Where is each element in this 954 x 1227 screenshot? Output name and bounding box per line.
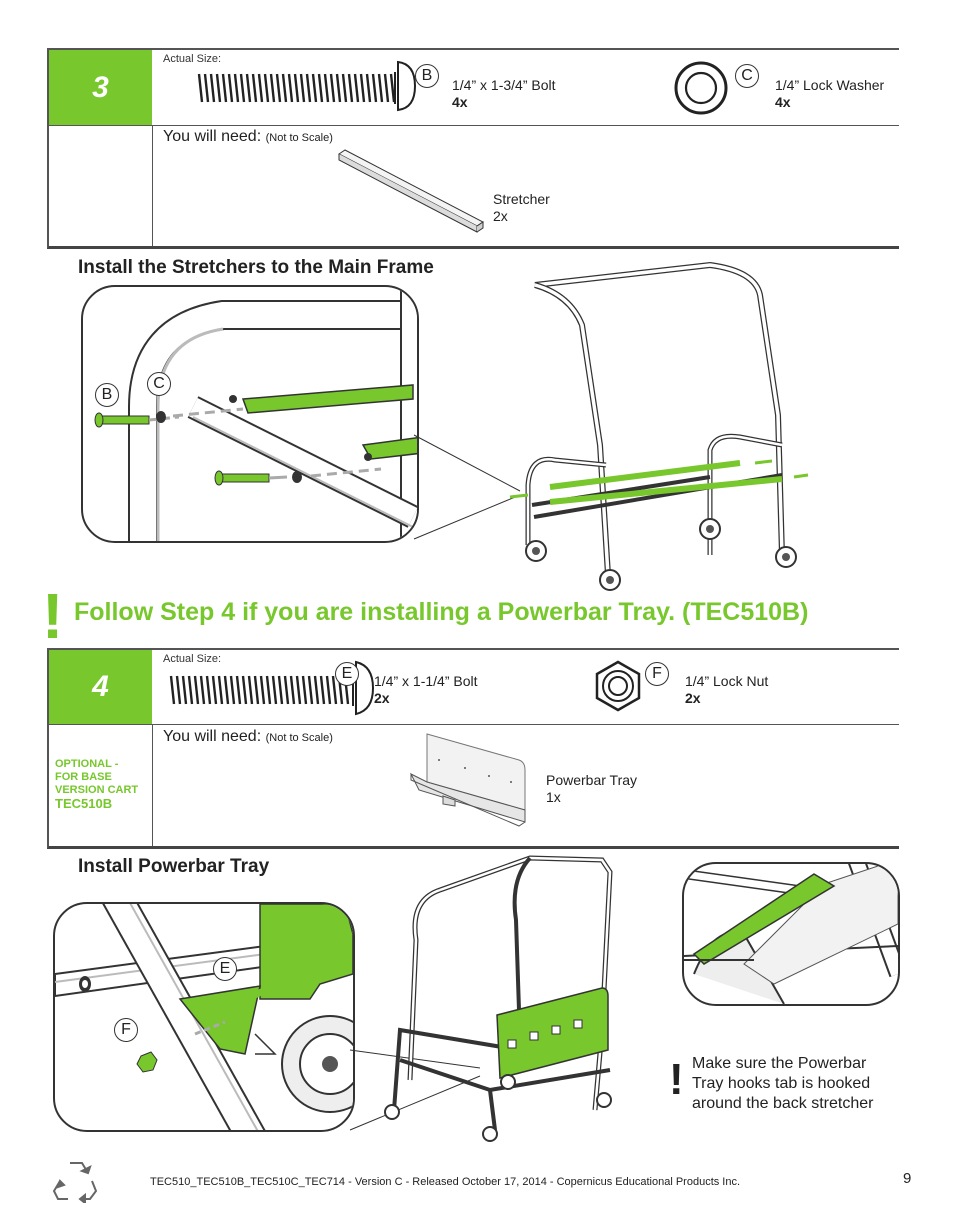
part-c-qty: 4x xyxy=(775,94,791,110)
hook-detail-drawing xyxy=(684,864,898,1004)
powerbar-tray-name: Powerbar Tray xyxy=(546,772,638,788)
hook-note-line-1: Make sure the Powerbar xyxy=(692,1055,867,1072)
notice-text: Follow Step 4 if you are installing a Po… xyxy=(74,598,809,626)
part-b-name: 1/4” x 1-3/4” Bolt xyxy=(452,77,556,93)
step-4-number: 4 xyxy=(92,670,109,703)
step-3-number-badge: 3 xyxy=(49,50,152,125)
step-3-box: 3 Actual Size: B 1/4” x 1-3/4” Bolt 4x C… xyxy=(47,48,899,249)
optional-note: OPTIONAL - FOR BASE VERSION CART TEC510B xyxy=(55,758,138,810)
stretcher-icon xyxy=(338,149,484,233)
footer-text: TEC510_TEC510B_TEC510C_TEC714 - Version … xyxy=(150,1176,741,1188)
cart-powerbar-overview xyxy=(349,855,613,1142)
section-3-title: Install the Stretchers to the Main Frame xyxy=(78,257,434,278)
lock-washer-c-icon xyxy=(674,61,728,115)
you-will-need-label: You will need: xyxy=(163,128,262,145)
step-4-box: 4 Actual Size: E 1/4” x 1-1/4” Bolt 2x F… xyxy=(47,648,899,849)
optional-line-3: VERSION CART xyxy=(55,784,139,796)
hook-note-line-3: around the back stretcher xyxy=(692,1095,874,1112)
part-e-letter: E xyxy=(335,662,359,686)
optional-model: TEC510B xyxy=(55,796,113,811)
stretcher-detail-view xyxy=(81,285,419,543)
part-f-qty: 2x xyxy=(685,690,701,706)
hook-note-exclamation-icon: ! xyxy=(669,1055,684,1104)
bolt-b-lower-detail-icon xyxy=(214,467,382,486)
detail-letter-f: F xyxy=(114,1018,138,1042)
cart-stretcher-overview xyxy=(413,261,809,591)
step-4-number-badge: 4 xyxy=(49,650,152,724)
step-3-col-divider xyxy=(152,125,153,246)
step-4-row-divider xyxy=(49,724,899,725)
you-will-need-label-4: You will need: xyxy=(163,728,262,745)
detail-letter-c: C xyxy=(147,372,171,396)
optional-line-1: OPTIONAL - xyxy=(55,758,119,770)
bolt-b-icon xyxy=(197,60,417,112)
part-f-name: 1/4” Lock Nut xyxy=(685,673,769,689)
hook-note-line-2: Tray hooks tab is hooked xyxy=(692,1075,871,1092)
lock-nut-f-icon xyxy=(595,660,641,712)
step-4-actual-size-label: Actual Size: xyxy=(163,653,222,665)
hook-detail-view xyxy=(682,862,900,1006)
powerbar-tray-qty: 1x xyxy=(546,789,561,805)
stretcher-name: Stretcher xyxy=(493,191,550,207)
optional-line-2: FOR BASE xyxy=(55,771,112,783)
not-to-scale-label-4: (Not to Scale) xyxy=(265,732,333,744)
not-to-scale-label: (Not to Scale) xyxy=(265,132,333,144)
part-e-name: 1/4” x 1-1/4” Bolt xyxy=(374,673,478,689)
part-e-qty: 2x xyxy=(374,690,390,706)
stretcher-qty: 2x xyxy=(493,208,508,224)
detail-letter-e: E xyxy=(213,957,237,981)
step-3-you-will-need: You will need: (Not to Scale) xyxy=(163,128,333,146)
part-b-qty: 4x xyxy=(452,94,468,110)
bolt-e-icon xyxy=(169,660,375,716)
part-f-letter: F xyxy=(645,662,669,686)
step-4-col-divider xyxy=(152,724,153,846)
powerbar-detail-drawing xyxy=(55,904,353,1130)
step-3-actual-size-label: Actual Size: xyxy=(163,53,222,65)
step-3-number: 3 xyxy=(92,70,109,104)
recycle-icon xyxy=(52,1162,98,1203)
notice-exclamation-icon: ! xyxy=(42,580,64,652)
part-c-letter: C xyxy=(735,64,759,88)
section-4-title: Install Powerbar Tray xyxy=(78,856,270,877)
powerbar-detail-view xyxy=(53,902,355,1132)
step-3-row-divider xyxy=(49,125,899,126)
page-number: 9 xyxy=(903,1170,912,1187)
part-c-name: 1/4” Lock Washer xyxy=(775,77,885,93)
washer-c-detail-icon xyxy=(156,407,244,423)
stretcher-detail-drawing xyxy=(128,287,417,541)
part-b-letter: B xyxy=(415,64,439,88)
hook-note: Make sure the Powerbar Tray hooks tab is… xyxy=(692,1054,873,1114)
detail-letter-b: B xyxy=(95,383,119,407)
step-4-you-will-need: You will need: (Not to Scale) xyxy=(163,728,333,746)
powerbar-tray-icon xyxy=(409,733,526,827)
